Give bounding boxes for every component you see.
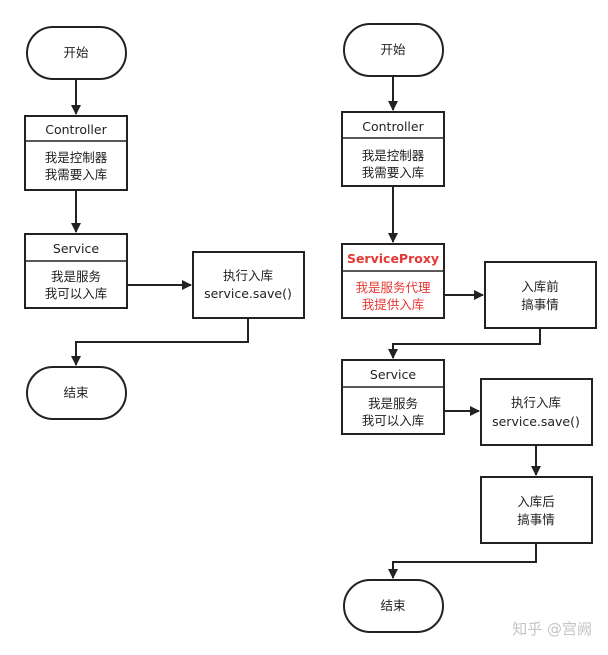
right-after-line2: 搞事情 — [517, 512, 555, 527]
right-before-node: 入库前 搞事情 — [484, 261, 597, 329]
right-proxy-title: ServiceProxy — [347, 251, 439, 266]
right-service-line1: 我是服务 — [368, 396, 418, 411]
left-service-title: Service — [53, 241, 100, 256]
left-service-line2: 我可以入库 — [45, 286, 108, 301]
right-service-proxy-node: ServiceProxy 我是服务代理 我提供入库 — [341, 243, 445, 319]
right-controller-line2: 我需要入库 — [362, 165, 425, 180]
right-arrow-after-end — [388, 543, 537, 579]
left-start-node: 开始 — [26, 26, 127, 80]
left-start-label: 开始 — [63, 45, 89, 60]
right-after-node: 入库后 搞事情 — [480, 476, 593, 544]
right-start-node: 开始 — [343, 23, 444, 77]
right-end-node: 结束 — [343, 579, 444, 633]
left-arrow-exec-end — [71, 318, 249, 366]
right-controller-line1: 我是控制器 — [362, 148, 425, 163]
left-service-line1: 我是服务 — [51, 269, 101, 284]
right-exec-line2: service.save() — [492, 414, 580, 429]
right-controller-title: Controller — [362, 119, 424, 134]
watermark: 知乎 @宫阙 — [512, 620, 592, 638]
right-exec-line1: 执行入库 — [511, 395, 561, 410]
right-service-line2: 我可以入库 — [362, 413, 425, 428]
right-flow: 开始 Controller 我是控制器 我需要入库 ServiceProxy 我… — [341, 23, 597, 633]
right-service-node: Service 我是服务 我可以入库 — [341, 359, 445, 435]
left-service-node: Service 我是服务 我可以入库 — [24, 233, 128, 309]
left-controller-node: Controller 我是控制器 我需要入库 — [24, 115, 128, 191]
right-end-label: 结束 — [380, 598, 406, 613]
right-service-title: Service — [370, 367, 417, 382]
right-controller-node: Controller 我是控制器 我需要入库 — [341, 111, 445, 187]
right-proxy-line1: 我是服务代理 — [355, 280, 431, 295]
left-end-node: 结束 — [26, 366, 127, 420]
left-end-label: 结束 — [63, 385, 89, 400]
left-controller-title: Controller — [45, 122, 107, 137]
left-exec-line1: 执行入库 — [223, 268, 273, 283]
right-arrow-before-service — [388, 328, 541, 359]
right-exec-node: 执行入库 service.save() — [480, 378, 593, 446]
right-after-line1: 入库后 — [517, 494, 555, 509]
left-flow: 开始 Controller 我是控制器 我需要入库 Service 我是服务 我… — [24, 26, 305, 420]
right-proxy-line2: 我提供入库 — [362, 297, 425, 312]
left-exec-node: 执行入库 service.save() — [192, 251, 305, 319]
right-before-line2: 搞事情 — [521, 297, 559, 312]
right-start-label: 开始 — [380, 42, 406, 57]
right-before-line1: 入库前 — [521, 279, 559, 294]
left-exec-line2: service.save() — [204, 286, 292, 301]
left-controller-line2: 我需要入库 — [45, 167, 108, 182]
left-controller-line1: 我是控制器 — [45, 150, 108, 165]
